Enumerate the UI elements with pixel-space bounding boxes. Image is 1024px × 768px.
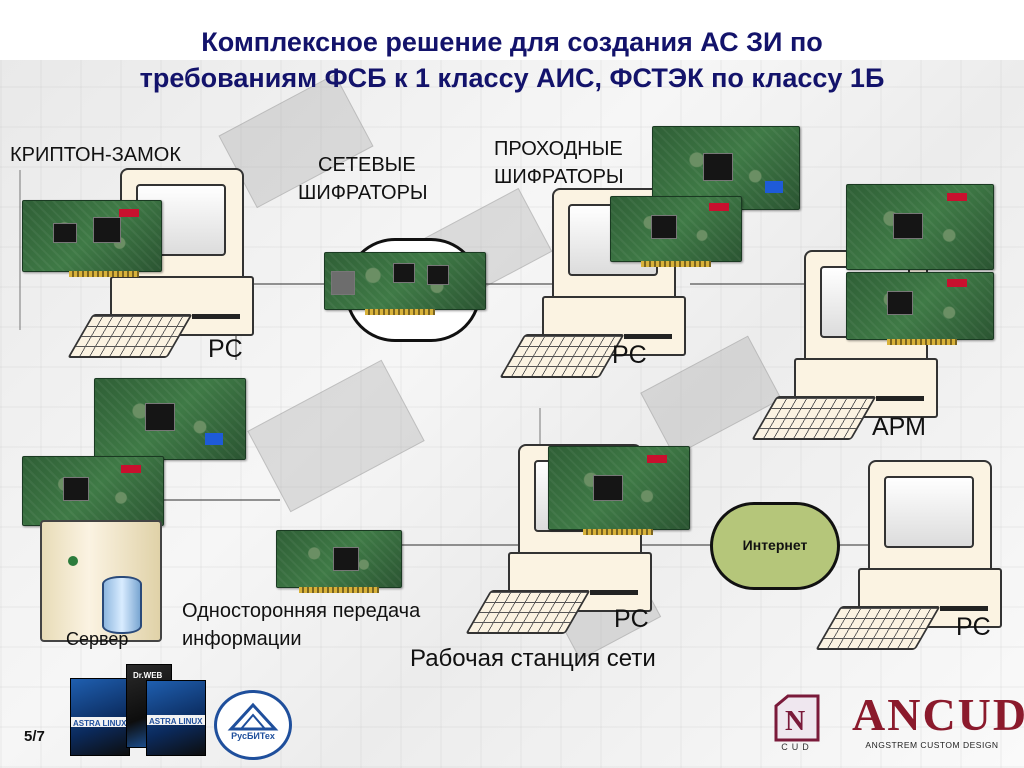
box-stripe <box>71 717 129 727</box>
cud-text: CUD <box>781 742 813 752</box>
internet-cloud: Интернет <box>710 502 840 590</box>
dip-switch <box>119 209 139 217</box>
keyboard <box>751 396 877 440</box>
card-edge-connector <box>365 309 435 315</box>
chip <box>145 403 175 431</box>
label-net-encryptors-1: СЕТЕВЫЕ <box>318 154 416 176</box>
kripton-zamok-card <box>22 200 162 277</box>
chip <box>427 265 449 285</box>
slide-title: Комплексное решение для создания АС ЗИ п… <box>40 24 984 96</box>
server-card <box>94 378 246 460</box>
ancud-subtitle: ANGSTREM CUSTOM DESIGN <box>865 740 999 750</box>
title-line-1: Комплексное решение для создания АС ЗИ п… <box>201 27 823 57</box>
drweb-logo-text: Dr.WEB <box>133 671 163 680</box>
chip <box>893 213 923 239</box>
drive-slot <box>192 314 240 319</box>
card-edge-connector <box>887 339 957 345</box>
ancud-logo-text: ANCUD <box>852 689 1024 740</box>
label-server: Сервер <box>66 629 129 649</box>
card-edge-connector <box>299 587 379 593</box>
label-pc4: PC <box>956 613 991 641</box>
card-edge-connector <box>641 261 711 267</box>
astra-linux-box: ASTRA LINUX <box>146 680 206 756</box>
rusbitech-logo: РусБИТех <box>214 690 292 760</box>
dip-switch <box>947 193 967 201</box>
label-arm: АРМ <box>872 413 926 441</box>
label-one-way-2: информации <box>182 628 302 650</box>
astra-linux-box: ASTRA LINUX <box>70 678 130 756</box>
pass-encryptor-card <box>652 126 800 210</box>
dip-switch <box>765 181 783 193</box>
dip-switch <box>709 203 729 211</box>
astra-logo-text: ASTRA LINUX <box>149 717 203 726</box>
dip-switch <box>121 465 141 473</box>
page-number: 5/7 <box>24 728 45 745</box>
label-workstation: Рабочая станция сети <box>410 645 656 672</box>
keyboard <box>499 334 625 378</box>
label-pc1: PC <box>208 335 243 363</box>
database-icon <box>102 576 142 634</box>
chip <box>53 223 77 243</box>
chip <box>93 217 121 243</box>
keyboard <box>815 606 941 650</box>
chip <box>593 475 623 501</box>
one-way-transfer-card <box>276 530 402 593</box>
drive-slot <box>876 396 924 401</box>
chip <box>703 153 733 181</box>
label-one-way-1: Односторонняя передача <box>182 600 421 622</box>
screen <box>884 476 974 548</box>
label-pass-encryptors-2: ШИФРАТОРЫ <box>494 166 624 188</box>
label-pc2: PC <box>612 341 647 369</box>
internet-label: Интернет <box>742 537 808 553</box>
computer-pc4 <box>815 460 1008 660</box>
astra-logo-text: ASTRA LINUX <box>73 719 127 728</box>
network-port <box>331 271 355 295</box>
cud-emblem-icon: N <box>774 694 820 742</box>
keyboard <box>67 314 193 358</box>
chip <box>63 477 89 501</box>
ancud-logo: ANCUD ANGSTREM CUSTOM DESIGN <box>852 688 1024 754</box>
network-encryptor-card <box>324 252 486 315</box>
rusbitech-logo-text: РусБИТех <box>231 731 275 741</box>
dip-switch <box>205 433 223 445</box>
svg-text:N: N <box>785 706 805 737</box>
chip <box>393 263 415 283</box>
rusbitech-emblem-icon <box>227 702 279 731</box>
keyboard <box>465 590 591 634</box>
workstation-card <box>548 446 690 535</box>
computer-pc1 <box>67 168 260 368</box>
drive-slot <box>624 334 672 339</box>
pass-encryptor-card <box>610 196 742 267</box>
label-net-encryptors-2: ШИФРАТОРЫ <box>298 182 428 204</box>
arm-card <box>846 184 994 270</box>
chip <box>651 215 677 239</box>
cud-emblem: N CUD <box>768 692 826 754</box>
arm-card <box>846 272 994 345</box>
box-stripe <box>147 715 205 725</box>
title-line-2: требованиям ФСБ к 1 классу АИС, ФСТЭК по… <box>139 63 885 93</box>
server <box>40 520 162 642</box>
server-card <box>22 456 164 531</box>
chip <box>333 547 359 571</box>
label-pass-encryptors-1: ПРОХОДНЫЕ <box>494 138 623 160</box>
drive-slot <box>940 606 988 611</box>
card-edge-connector <box>583 529 653 535</box>
card-edge-connector <box>69 271 139 277</box>
chip <box>887 291 913 315</box>
monitor <box>868 460 992 572</box>
server-led <box>68 556 78 566</box>
drive-slot <box>590 590 638 595</box>
label-pc3: PC <box>614 605 649 633</box>
dip-switch <box>647 455 667 463</box>
label-kripton-zamok: КРИПТОН-ЗАМОК <box>10 144 182 166</box>
dip-switch <box>947 279 967 287</box>
